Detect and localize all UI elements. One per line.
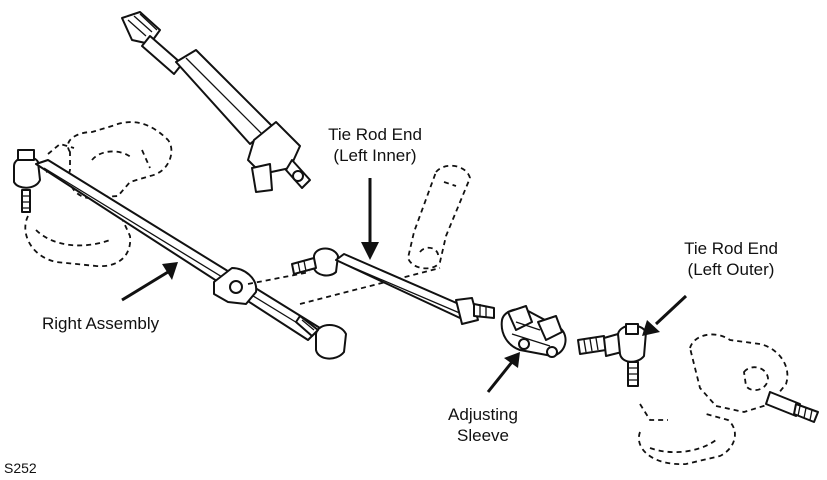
pitman-arm-outline — [407, 164, 471, 270]
arrow-right-assembly — [121, 270, 169, 302]
label-adjusting-sleeve: Adjusting Sleeve — [438, 404, 528, 446]
callout-arrows — [121, 178, 688, 393]
label-right-assembly: Right Assembly — [42, 314, 160, 333]
label-left-inner-line2: (Left Inner) — [333, 146, 417, 165]
adjusting-sleeve-part — [500, 305, 567, 358]
label-left-outer-line2: (Left Outer) — [687, 260, 775, 279]
arrow-left-outer — [654, 294, 688, 326]
left-knuckle-outline — [637, 333, 819, 465]
label-adjusting-sleeve-line1: Adjusting — [448, 405, 518, 424]
label-tie-rod-end-left-inner: Tie Rod End (Left Inner) — [314, 124, 436, 166]
left-outer-tie-rod-end — [577, 323, 647, 387]
left-inner-tie-rod — [291, 247, 495, 325]
label-tie-rod-end-left-outer: Tie Rod End (Left Outer) — [668, 238, 794, 280]
steering-damper — [121, 11, 311, 193]
right-assembly-rod — [13, 149, 347, 360]
figure-code: S252 — [4, 460, 37, 476]
label-left-inner-line1: Tie Rod End — [328, 125, 422, 144]
label-left-outer-line1: Tie Rod End — [684, 239, 778, 258]
arrow-adjusting-sleeve — [486, 361, 514, 393]
label-adjusting-sleeve-line2: Sleeve — [457, 426, 509, 445]
